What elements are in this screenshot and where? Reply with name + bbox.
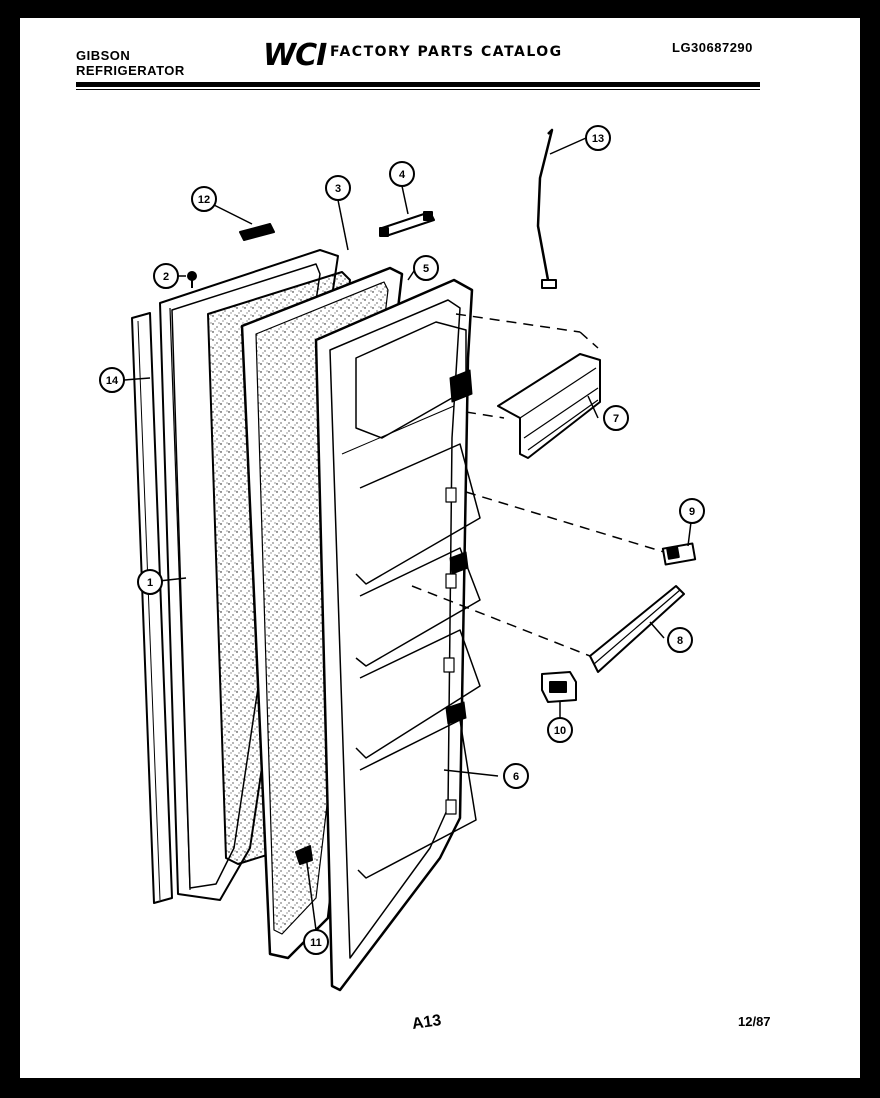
callout-label-12: 12 [198,194,210,206]
part-bracket-upper [661,542,697,566]
callout-7 [603,405,629,431]
callout-9 [679,498,705,524]
callout-6 [503,763,529,789]
callout-11 [303,929,329,955]
brand-line-1: GIBSON [76,48,131,63]
part-inner-liner [314,278,481,992]
callout-label-8: 8 [677,635,683,647]
assembly-lines [411,313,665,657]
model-code: LG30687290 [672,40,753,55]
callout-label-5: 5 [423,263,429,275]
brand-line-2: REFRIGERATOR [76,63,185,78]
callout-1 [137,569,163,595]
header-rule [76,82,760,87]
callout-3 [325,175,351,201]
callout-13 [585,125,611,151]
part-shelf-bar [589,585,685,673]
parts-sheet: GIBSON REFRIGERATOR WCI FACTORY PARTS CA… [20,18,860,1078]
part-handle-piece [239,223,275,241]
callout-5 [413,255,439,281]
wci-logo: WCI [263,38,327,73]
catalog-title: FACTORY PARTS CATALOG [330,44,563,60]
part-gasket-strip [131,312,173,904]
header-rule-thin [76,89,760,90]
exploded-door-diagram: 1 2 3 4 5 6 7 8 9 10 11 12 13 14 [99,125,705,992]
part-dairy-door [497,353,601,459]
callout-label-4: 4 [399,169,406,181]
leader-lines [123,137,692,931]
callout-label-9: 9 [689,506,695,518]
callout-label-10: 10 [554,725,566,737]
callout-label-14: 14 [106,375,119,387]
callout-12 [191,186,217,212]
callout-14 [99,367,125,393]
callout-label-13: 13 [592,133,604,145]
part-bracket-lower [541,671,577,703]
callout-label-1: 1 [147,577,153,589]
callout-label-11: 11 [310,937,322,949]
callout-8 [667,627,693,653]
callout-label-7: 7 [613,413,619,425]
part-rod [536,128,557,289]
callout-4 [389,161,415,187]
part-handle-bracket [379,211,435,237]
callout-10 [547,717,573,743]
callout-label-6: 6 [513,771,519,783]
part-clip [295,845,313,865]
callouts [99,125,705,955]
callout-label-2: 2 [163,271,169,283]
catalog-date: 12/87 [738,1014,771,1029]
callout-2 [153,263,179,289]
part-screw [187,271,197,288]
callout-label-3: 3 [335,183,341,195]
